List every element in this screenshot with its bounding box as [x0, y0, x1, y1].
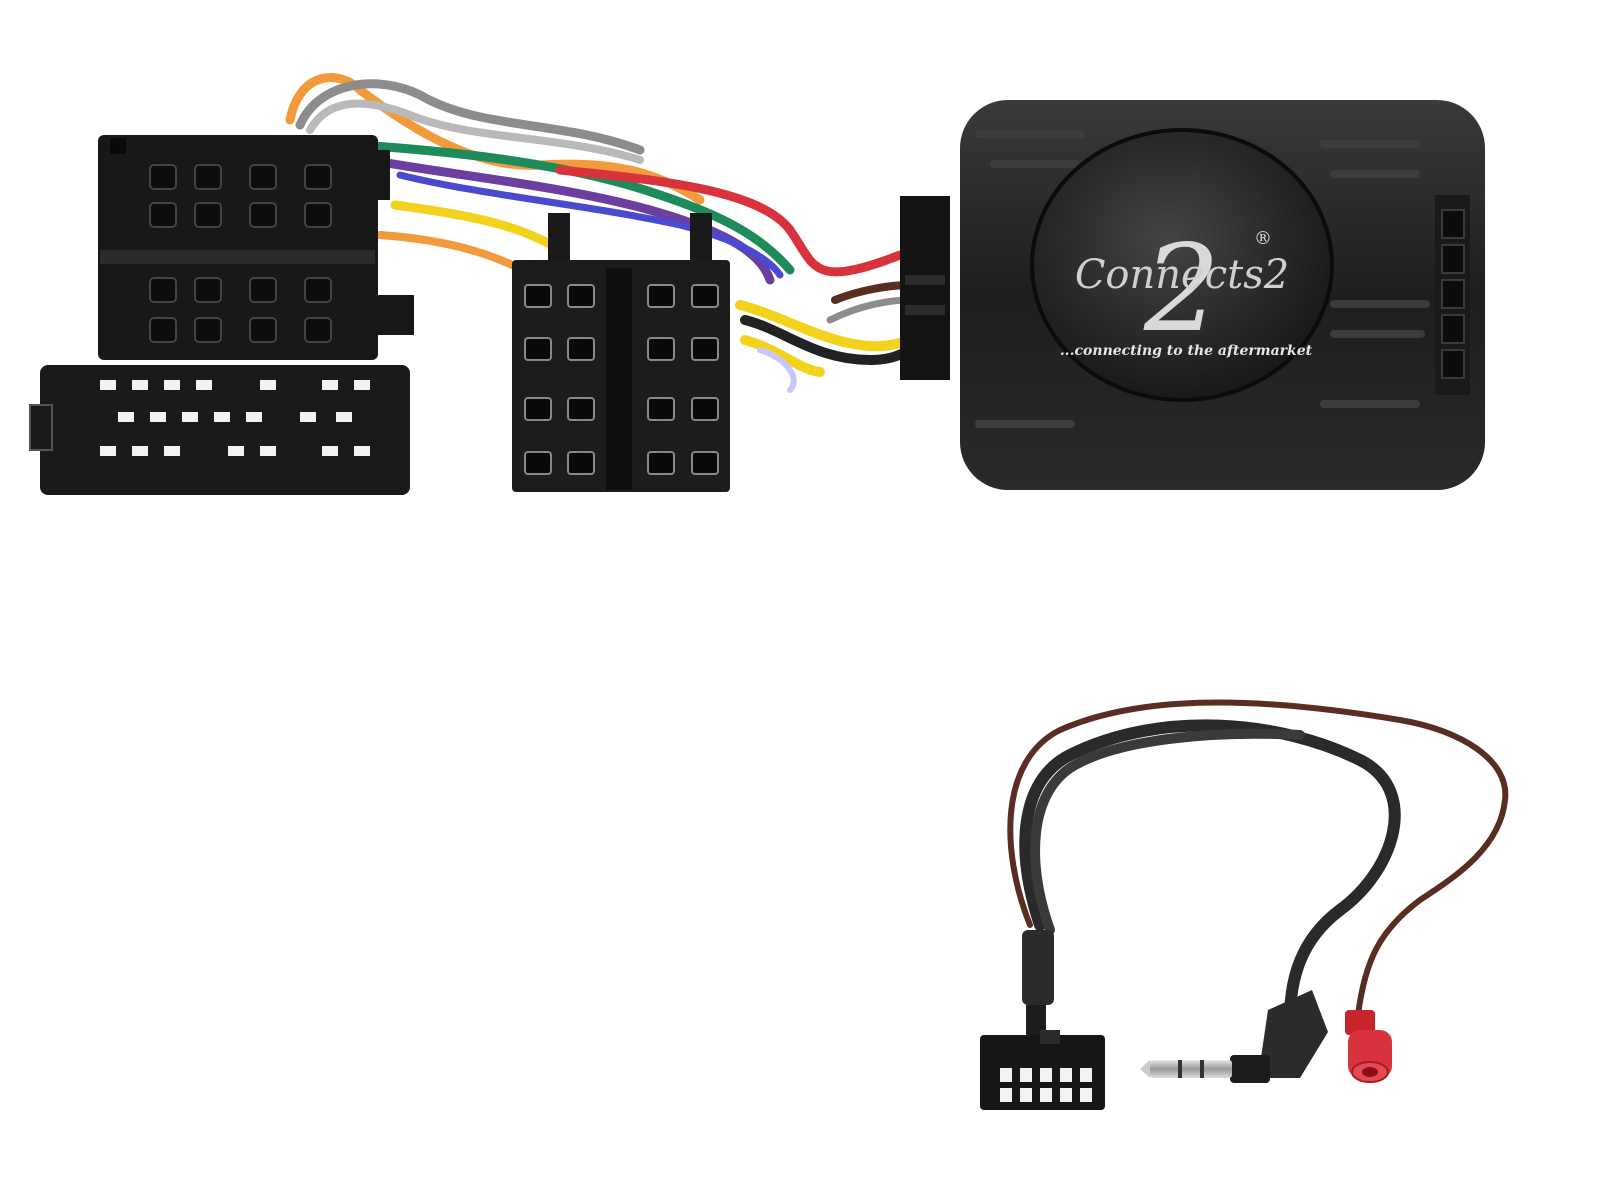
- molex-plug-pins: [1000, 1068, 1092, 1102]
- brand-tagline: ...connecting to the aftermarket: [1060, 343, 1313, 359]
- patch-lead: [1007, 699, 1509, 1026]
- jack-plug: [1140, 990, 1328, 1083]
- brand-logo-text: Connects2: [1075, 252, 1289, 298]
- iso-power-connector: [29, 135, 414, 495]
- iso-speaker-connector: [512, 213, 730, 492]
- multi-pin-row-1: [100, 380, 370, 390]
- molex-plug: [980, 1030, 1105, 1110]
- logo-disc: [1030, 128, 1334, 402]
- iso-pin-block-upper: [149, 164, 332, 228]
- box-grip-ridges: [975, 130, 1430, 428]
- box-side-port: [1441, 209, 1465, 379]
- registered-mark: ®: [1254, 228, 1272, 249]
- iso-pin-block-lower: [149, 277, 332, 343]
- brand-numeral: 2: [1143, 220, 1220, 359]
- speaker-pins-right: [647, 284, 719, 475]
- multi-pin-row-3: [100, 446, 370, 456]
- interface-module: 2 Connects2 ® ...connecting to the after…: [900, 100, 1485, 490]
- multi-pin-row-2: [118, 412, 352, 422]
- red-spade-connector: [1345, 1010, 1392, 1083]
- speaker-pins-left: [524, 284, 595, 475]
- patch-lead-heatshrink: [1022, 930, 1054, 1035]
